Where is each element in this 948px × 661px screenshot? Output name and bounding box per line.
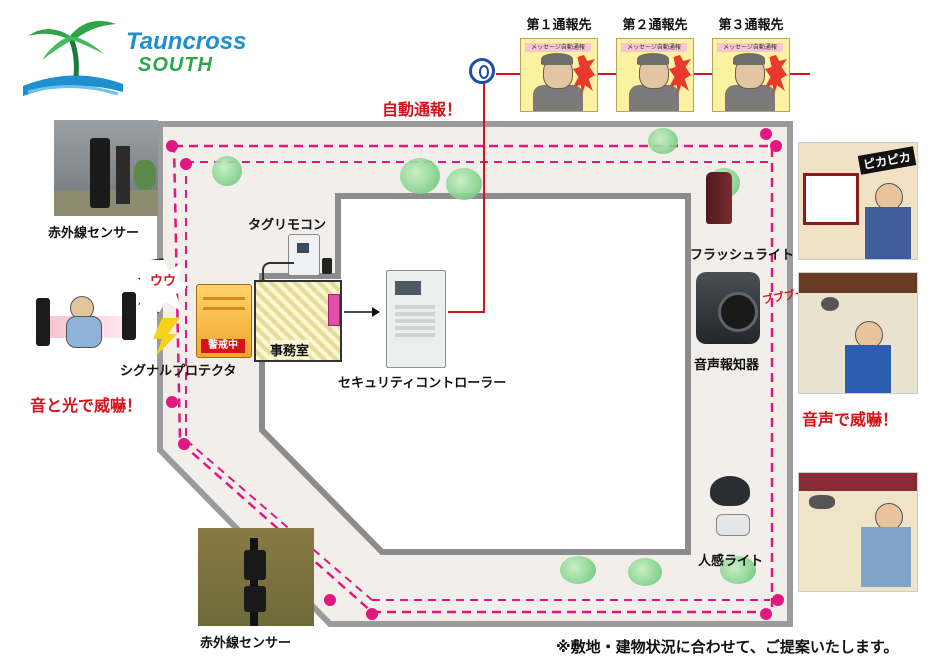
human-light-label: 人感ライト (698, 554, 764, 569)
notify-target-2-card: メッセージ自動通報 (616, 38, 694, 112)
brand-logo: Tauncross SOUTH (18, 14, 268, 98)
voice-callout: 音声で威嚇！ (802, 410, 899, 429)
brand-sub: SOUTH (138, 54, 213, 76)
flash-sfx-text: ピカピカ (857, 146, 917, 175)
ir-sensor-bottom-label: 赤外線センサー (200, 636, 292, 651)
alarm-status-badge: 警戒中 (201, 339, 245, 353)
signal-protector-label: シグナルプロテクタ (120, 364, 237, 379)
palm-tree-icon (23, 20, 123, 96)
security-controller-label: セキュリティコントローラー (338, 376, 507, 391)
notify-target-2-label: 第２通報先 (622, 18, 688, 33)
tag-remote-label: タグリモコン (248, 218, 327, 233)
human-light-scene-illustration (798, 472, 918, 592)
tree (628, 558, 662, 586)
tag-key-icon (322, 258, 332, 274)
security-controller-device (386, 270, 446, 368)
tree (212, 156, 242, 186)
sensor-points (166, 128, 784, 620)
intruder-illustration (32, 258, 142, 368)
auto-report-label: 自動通報！ (382, 100, 463, 119)
alarm-sound-text: ウウ (150, 274, 177, 289)
notify-target-1-card: メッセージ自動通報 (520, 38, 598, 112)
office-room: 事務室 (254, 280, 342, 362)
notify-target-1-label: 第１通報先 (526, 18, 592, 33)
signal-protector-device: 警戒中 (196, 284, 252, 358)
ir-sensor-top-photo (54, 120, 158, 216)
human-light-device (696, 472, 760, 538)
ir-sensor-bottom-photo (198, 528, 314, 626)
flash-scene-illustration: ピカピカ (798, 142, 918, 260)
tree (446, 168, 482, 200)
office-door-icon (328, 294, 340, 326)
flash-light-label: フラッシュライト (690, 248, 795, 263)
auto-dialer-icon (469, 58, 495, 84)
notify-target-3-label: 第３通報先 (718, 18, 784, 33)
footer-note: ※敷地・建物状況に合わせて、ご提案いたします。 (556, 638, 899, 656)
voice-alarm-device (696, 272, 760, 344)
tree (560, 556, 596, 584)
voice-alarm-label: 音声報知器 (694, 358, 760, 373)
tree (648, 128, 678, 154)
building-outline (259, 193, 691, 555)
remote-cable (262, 262, 294, 286)
ir-sensor-top-label: 赤外線センサー (48, 226, 140, 241)
flash-light-device (706, 172, 732, 224)
voice-scene-illustration (798, 272, 918, 394)
sound-light-callout: 音と光で威嚇！ (30, 396, 143, 415)
tree (720, 556, 756, 584)
brand-name: Tauncross (126, 28, 247, 55)
tree (400, 158, 440, 194)
notify-target-3-card: メッセージ自動通報 (712, 38, 790, 112)
office-label: 事務室 (270, 340, 310, 359)
report-line (448, 78, 485, 313)
